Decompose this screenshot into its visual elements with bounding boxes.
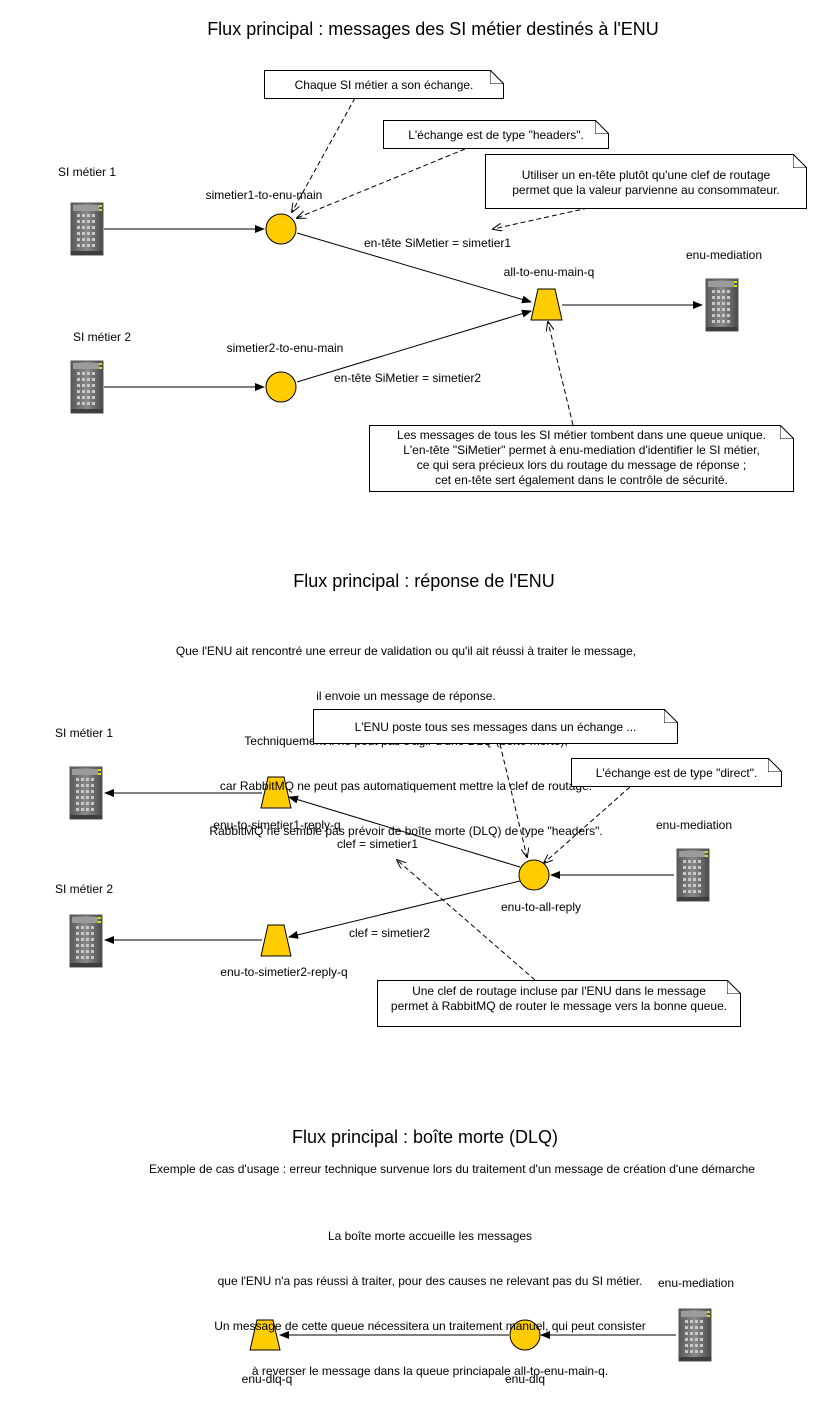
node-label-ex2: simetier2-to-enu-main <box>226 341 344 355</box>
note-text-line: Les messages de tous les SI métier tombe… <box>397 428 766 442</box>
note-text: L'échange est de type "direct". <box>595 766 758 780</box>
edge-exchange-to-q2 <box>288 880 521 939</box>
note-enu-posts: L'ENU poste tous ses messages dans un éc… <box>313 709 678 744</box>
node-label-mediation-reply: enu-mediation <box>655 818 733 832</box>
server-icon <box>674 847 712 903</box>
node-label-si2-reply: SI métier 2 <box>54 882 114 896</box>
note-link-1 <box>292 97 356 212</box>
intro-line: La boîte morte accueille les messages <box>327 1229 533 1243</box>
note-text-line: cet en-tête sert également dans le contr… <box>435 473 728 487</box>
node-label-ex1: simetier1-to-enu-main <box>205 188 323 202</box>
exchange-icon <box>509 1319 541 1351</box>
note-exchange-per-si: Chaque SI métier a son échange. <box>264 70 504 99</box>
note-link-6 <box>544 786 631 863</box>
node-label-queue: all-to-enu-main-q <box>503 265 595 279</box>
server-graphic <box>69 766 103 820</box>
node-label-si1: SI métier 1 <box>57 165 117 179</box>
intro-line: que l'ENU n'a pas réussi à traiter, pour… <box>217 1274 643 1288</box>
section3-example: Exemple de cas d'usage : erreur techniqu… <box>149 1162 755 1176</box>
note-text-line: permet que la valeur parvienne au consom… <box>512 183 780 197</box>
intro-line: Que l'ENU ait rencontré une erreur de va… <box>175 644 637 658</box>
server-graphic <box>70 360 104 414</box>
queue-icon <box>260 776 292 809</box>
node-label-si1-reply: SI métier 1 <box>54 726 114 740</box>
section3-intro: La boîte morte accueille les messages qu… <box>214 1199 646 1394</box>
queue-icon <box>530 288 563 321</box>
edge-ex2-to-queue <box>296 309 532 383</box>
server-graphic <box>678 1308 712 1362</box>
intro-line: RabbitMQ ne semble pas prévoir de boîte … <box>209 824 603 838</box>
note-text-line: Une clef de routage incluse par l'ENU da… <box>412 984 706 998</box>
edge-exchange-to-q1 <box>288 795 521 868</box>
note-text-line: Utiliser un en-tête plutôt qu'une clef d… <box>521 168 771 182</box>
server-graphic <box>705 278 739 332</box>
server-icon <box>67 913 105 969</box>
note-fold-icon <box>727 980 741 994</box>
exchange-icon <box>265 371 297 403</box>
server-icon <box>676 1307 714 1363</box>
note-text: L'ENU poste tous ses messages dans un éc… <box>354 720 637 734</box>
edge-label-k1: clef = simetier1 <box>337 837 419 851</box>
note-text-line: permet à RabbitMQ de router le message v… <box>390 999 728 1013</box>
note-single-queue: Les messages de tous les SI métier tombe… <box>369 425 794 492</box>
edge-label-h1: en-tête SiMetier = simetier1 <box>364 236 512 250</box>
intro-line: à reverser le message dans la queue prin… <box>251 1364 609 1378</box>
note-text: Chaque SI métier a son échange. <box>294 78 474 92</box>
node-label-q2: enu-to-simetier2-reply-q <box>220 965 348 979</box>
server-graphic <box>70 202 104 256</box>
note-headers-type: L'échange est de type "headers". <box>383 120 609 149</box>
node-label-mediation-dlq: enu-mediation <box>657 1276 735 1290</box>
note-fold-icon <box>780 425 794 439</box>
note-routing-key: Une clef de routage incluse par l'ENU da… <box>377 980 741 1027</box>
note-text-line: L'en-tête "SiMetier" permet à enu-mediat… <box>403 443 760 457</box>
section3-title: Flux principal : boîte morte (DLQ) <box>291 1127 559 1147</box>
intro-line: car RabbitMQ ne peut pas automatiquement… <box>219 779 593 793</box>
server-icon <box>703 277 741 333</box>
exchange-icon <box>518 859 550 891</box>
note-fold-icon <box>793 154 807 168</box>
edge-label-h2: en-tête SiMetier = simetier2 <box>334 371 482 385</box>
note-fold-icon <box>595 120 609 134</box>
note-fold-icon <box>664 709 678 723</box>
node-label-si2: SI métier 2 <box>72 330 132 344</box>
server-graphic <box>676 848 710 902</box>
node-label-q1: enu-to-simetier1-reply-q <box>213 818 341 832</box>
note-header-vs-key: Utiliser un en-tête plutôt qu'une clef d… <box>485 154 807 209</box>
note-link-5 <box>499 743 527 857</box>
note-fold-icon <box>768 758 782 772</box>
note-link-3 <box>493 207 589 229</box>
queue-icon <box>260 924 292 957</box>
note-link-2 <box>297 148 466 218</box>
section2-title: Flux principal : réponse de l'ENU <box>293 571 555 591</box>
note-text: L'échange est de type "headers". <box>408 128 584 142</box>
note-text-line: ce qui sera précieux lors du routage du … <box>416 458 747 472</box>
intro-line: il envoie un message de réponse. <box>316 689 496 703</box>
intro-line: Un message de cette queue nécessitera un… <box>214 1319 646 1333</box>
node-label-dlq: enu-dlq <box>504 1372 546 1386</box>
note-fold-icon <box>490 70 504 84</box>
edge-ex1-to-queue <box>296 232 532 304</box>
server-icon <box>68 359 106 415</box>
note-link-4 <box>548 322 574 426</box>
section1-title: Flux principal : messages des SI métier … <box>207 19 659 39</box>
server-icon <box>67 765 105 821</box>
exchange-icon <box>265 213 297 245</box>
server-graphic <box>69 914 103 968</box>
edge-label-k2: clef = simetier2 <box>349 926 431 940</box>
queue-icon <box>249 1319 281 1351</box>
note-direct-type: L'échange est de type "direct". <box>571 758 782 787</box>
server-icon <box>68 201 106 257</box>
node-label-dlq-q: enu-dlq-q <box>241 1372 293 1386</box>
node-label-reply-exchange: enu-to-all-reply <box>500 900 582 914</box>
note-link-7 <box>397 860 536 981</box>
node-label-mediation: enu-mediation <box>685 248 763 262</box>
